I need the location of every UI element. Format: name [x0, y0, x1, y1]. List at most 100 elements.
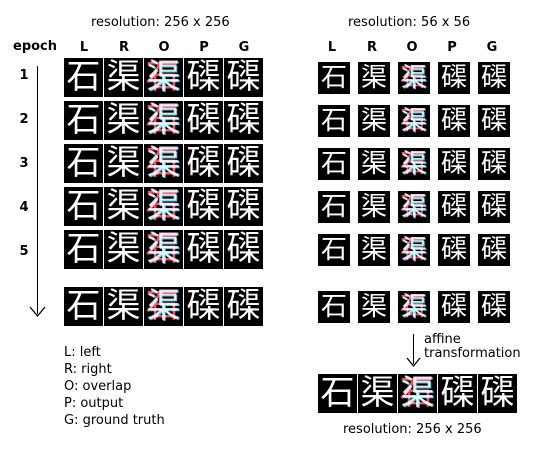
overlap-glyph: 渠 — [400, 235, 427, 265]
tile-g: 磲 — [478, 105, 510, 137]
tile-r: 渠 — [358, 62, 390, 94]
overlap-glyph: 渠 — [400, 374, 435, 413]
overlap-glyph: 渠 — [146, 287, 181, 326]
overlap-right-glyph: 渠 — [401, 150, 428, 180]
left-col-header-g: G — [238, 40, 250, 55]
overlap-left-glyph: 石 — [399, 292, 426, 322]
tile-p: 磲 — [184, 101, 223, 140]
right-grid-row-5: 石渠石渠渠磲磲 — [318, 234, 518, 266]
overlap-left-glyph: 石 — [145, 287, 180, 326]
glyph: 渠 — [360, 63, 387, 93]
tile-l: 石 — [318, 374, 357, 413]
left-grid-row-6: 石渠石渠渠磲磲 — [64, 287, 264, 326]
glyph: 磲 — [440, 374, 475, 413]
glyph: 磲 — [186, 144, 221, 183]
glyph: 渠 — [106, 230, 141, 269]
glyph: 渠 — [106, 101, 141, 140]
epoch-number-5: 5 — [19, 244, 29, 259]
glyph: 石 — [66, 187, 101, 226]
tile-g: 磲 — [478, 374, 517, 413]
right-grid-row-4: 石渠石渠渠磲磲 — [318, 191, 518, 223]
tile-l: 石 — [318, 148, 350, 180]
epoch-number-4: 4 — [19, 200, 29, 215]
tile-o: 石渠渠 — [144, 101, 183, 140]
tile-r: 渠 — [358, 148, 390, 180]
tile-l: 石 — [64, 287, 103, 326]
tile-l: 石 — [318, 234, 350, 266]
glyph: 石 — [320, 149, 347, 179]
tile-l: 石 — [64, 58, 103, 97]
right-grid-row-1: 石渠石渠渠磲磲 — [318, 62, 518, 94]
overlap-left-glyph: 石 — [145, 230, 180, 269]
right-grid-row-6: 石渠石渠渠磲磲 — [318, 291, 518, 323]
right-col-header-r: R — [366, 40, 377, 55]
overlap-left-glyph: 石 — [399, 106, 426, 136]
tile-o: 石渠渠 — [398, 291, 430, 323]
glyph: 磲 — [440, 63, 467, 93]
tile-r: 渠 — [104, 101, 143, 140]
overlap-right-glyph: 渠 — [401, 64, 428, 94]
glyph: 石 — [320, 192, 347, 222]
tile-p: 磲 — [438, 148, 470, 180]
legend-item-ground-truth: G: ground truth — [64, 413, 165, 428]
overlap-right-glyph: 渠 — [401, 107, 428, 137]
overlap-glyph: 渠 — [146, 58, 181, 97]
overlap-glyph: 渠 — [400, 192, 427, 222]
overlap-right-glyph: 渠 — [147, 287, 182, 327]
tile-g: 磲 — [224, 144, 263, 183]
tile-g: 磲 — [224, 287, 263, 326]
tile-l: 石 — [64, 187, 103, 226]
glyph: 磲 — [480, 192, 507, 222]
tile-l: 石 — [318, 291, 350, 323]
overlap-right-glyph: 渠 — [147, 58, 182, 98]
tile-p: 磲 — [438, 374, 477, 413]
overlap-glyph: 渠 — [400, 63, 427, 93]
glyph: 磲 — [226, 187, 261, 226]
overlap-left-glyph: 石 — [145, 144, 180, 183]
tile-o: 石渠渠 — [144, 58, 183, 97]
tile-g: 磲 — [478, 62, 510, 94]
overlap-glyph: 渠 — [146, 144, 181, 183]
left-col-header-p: P — [199, 40, 209, 55]
tile-p: 磲 — [184, 230, 223, 269]
left-col-header-l: L — [79, 40, 89, 55]
tile-l: 石 — [318, 62, 350, 94]
overlap-glyph: 渠 — [146, 101, 181, 140]
right-col-header-o: O — [406, 40, 418, 55]
left-col-header-o: O — [158, 40, 170, 55]
left-col-header-r: R — [118, 40, 129, 55]
epoch-number-2: 2 — [19, 112, 29, 127]
glyph: 磲 — [186, 101, 221, 140]
tile-r: 渠 — [104, 58, 143, 97]
glyph: 渠 — [360, 106, 387, 136]
glyph: 磲 — [480, 63, 507, 93]
glyph: 磲 — [440, 149, 467, 179]
glyph: 石 — [66, 144, 101, 183]
right-col-header-l: L — [327, 40, 337, 55]
affine-label-line1: affine — [424, 332, 461, 347]
tile-l: 石 — [64, 144, 103, 183]
tile-g: 磲 — [478, 291, 510, 323]
tile-r: 渠 — [358, 234, 390, 266]
glyph: 石 — [66, 58, 101, 97]
overlap-left-glyph: 石 — [399, 149, 426, 179]
overlap-right-glyph: 渠 — [401, 236, 428, 266]
glyph: 石 — [320, 374, 355, 413]
epoch-axis-label: epoch — [13, 39, 58, 54]
tile-r: 渠 — [104, 230, 143, 269]
left-panel-title: resolution: 256 x 256 — [91, 15, 230, 30]
tile-g: 磲 — [224, 187, 263, 226]
overlap-left-glyph: 石 — [399, 374, 434, 413]
overlap-right-glyph: 渠 — [401, 374, 436, 414]
tile-g: 磲 — [478, 234, 510, 266]
overlap-left-glyph: 石 — [399, 63, 426, 93]
glyph: 磲 — [480, 149, 507, 179]
overlap-left-glyph: 石 — [145, 58, 180, 97]
legend-item-right: R: right — [64, 362, 112, 377]
legend-item-output: P: output — [64, 396, 124, 411]
left-grid-row-5: 石渠石渠渠磲磲 — [64, 230, 264, 269]
epoch-number-1: 1 — [19, 68, 29, 83]
glyph: 磲 — [226, 144, 261, 183]
glyph: 磲 — [480, 292, 507, 322]
glyph: 石 — [320, 106, 347, 136]
